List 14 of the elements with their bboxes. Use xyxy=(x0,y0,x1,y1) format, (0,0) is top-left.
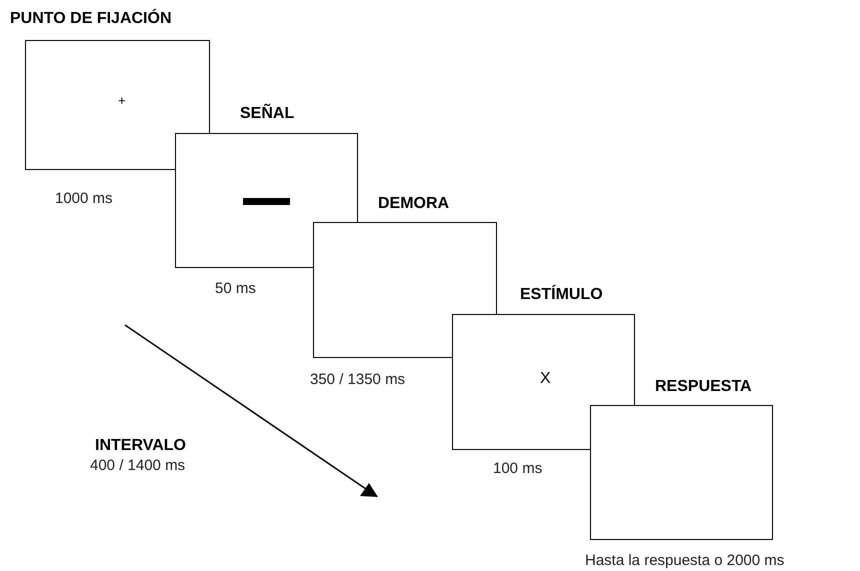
duration-label: 100 ms xyxy=(493,460,542,477)
duration-label: 1000 ms xyxy=(55,190,113,207)
screen-title: SEÑAL xyxy=(240,105,294,123)
duration-label: 50 ms xyxy=(215,280,256,297)
stimulus-symbol: X xyxy=(540,370,551,388)
duration-label: 350 / 1350 ms xyxy=(310,371,406,388)
screen-title: PUNTO DE FIJACIÓN xyxy=(10,10,172,28)
screen-title: ESTÍMULO xyxy=(520,286,603,304)
screen-title: DEMORA xyxy=(378,195,450,213)
duration-label: Hasta la respuesta o 2000 ms xyxy=(585,552,784,569)
screen-title: RESPUESTA xyxy=(655,378,752,396)
stimulus-symbol: + xyxy=(118,93,126,108)
interval-title: INTERVALO xyxy=(95,437,186,455)
interval-duration: 400 / 1400 ms xyxy=(90,457,186,474)
